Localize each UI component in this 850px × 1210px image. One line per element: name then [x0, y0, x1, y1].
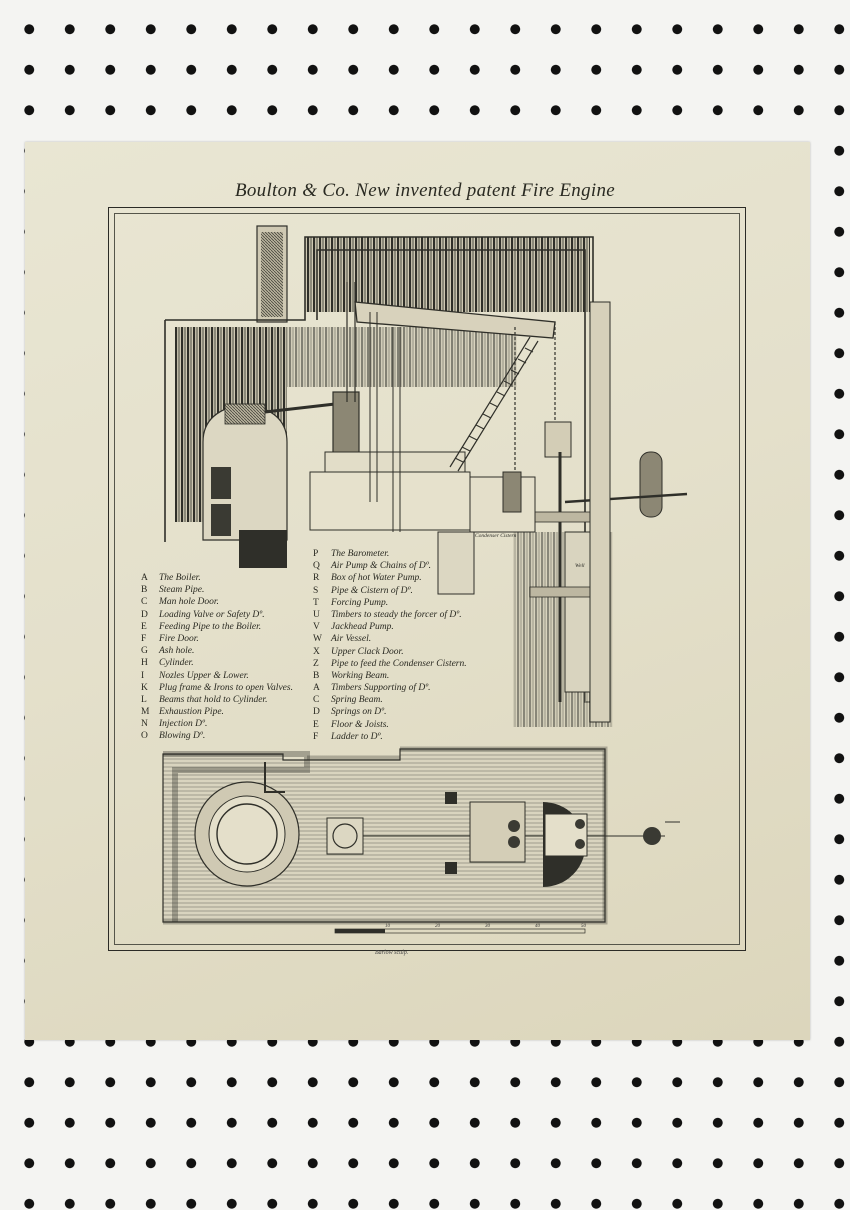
air-vessel: [639, 451, 663, 518]
condenser-cistern-label: Condenser Cistern: [475, 533, 517, 539]
engine-engraving: Condenser Cistern Well: [162, 225, 688, 934]
plate-frame-inner-rule: [114, 213, 740, 945]
scale-tick-label: 10: [385, 924, 391, 929]
fire-door: [211, 467, 231, 499]
steam-pipe: [264, 402, 336, 414]
working-beam: [354, 301, 556, 339]
cylinder: [332, 391, 360, 455]
roof-timbers: [305, 237, 590, 312]
plate-frame: [108, 207, 746, 951]
engraver-credit: Barlow sculp.: [375, 950, 409, 956]
plate-title: Boulton & Co. New invented patent Fire E…: [234, 180, 616, 201]
ladder: [449, 336, 539, 472]
scale-tick-label: 50: [581, 924, 587, 929]
scale-tick-label: 40: [535, 924, 541, 929]
elevation-view: Condenser Cistern Well: [164, 225, 688, 727]
upper-clack-pipe: [564, 492, 688, 504]
scale-tick-label: 30: [485, 924, 491, 929]
well-label: Well: [575, 563, 585, 569]
ash-hole: [211, 504, 231, 536]
scale-bar: 10 20 30 40 50: [334, 924, 587, 934]
plan-view: [162, 746, 680, 925]
engraving-sheet: Boulton & Co. New invented patent Fire E…: [25, 142, 810, 1040]
scale-tick-label: 20: [435, 924, 441, 929]
